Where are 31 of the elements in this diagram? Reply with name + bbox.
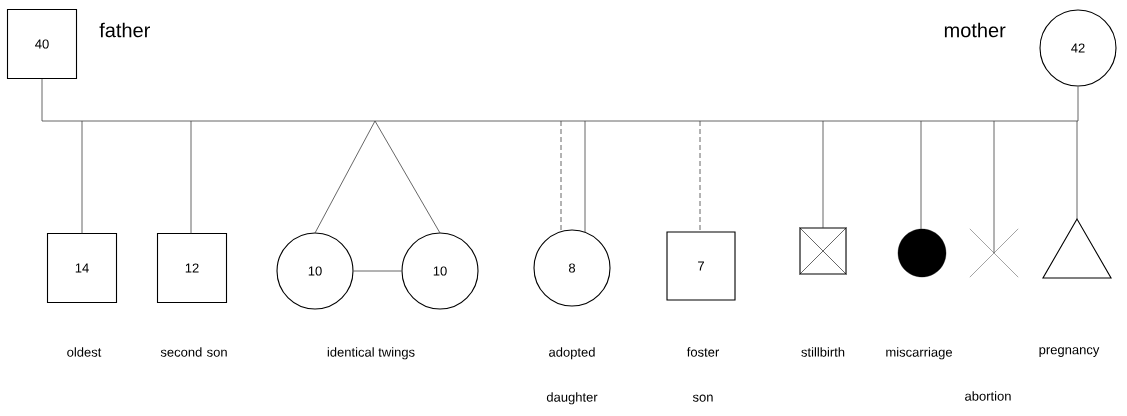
descent-line — [560, 120, 562, 233]
person-square: 14 — [46, 232, 118, 304]
couple-line — [41, 78, 1079, 122]
person-square: 7 — [666, 231, 736, 301]
descent-line — [822, 120, 824, 229]
descent-line — [314, 120, 376, 234]
member-label: identical twings — [327, 347, 415, 360]
member-label: oldest — [67, 347, 102, 357]
member-label: pregnancy — [1039, 347, 1100, 357]
person-square: 12 — [156, 232, 228, 304]
descent-line — [993, 120, 995, 254]
twin-line — [353, 270, 402, 272]
descent-line — [374, 120, 441, 234]
descent-line — [190, 120, 192, 234]
stillbirth-symbol — [799, 227, 847, 275]
person-square: 40 — [6, 8, 78, 80]
member-label: foster son — [686, 347, 720, 402]
member-label: adopted daughter — [546, 347, 598, 405]
cross-symbol — [969, 228, 1019, 278]
role-label: mother — [944, 22, 1006, 38]
descent-line — [584, 120, 586, 233]
member-label: miscarriage — [886, 347, 952, 360]
member-label: second son — [160, 347, 227, 357]
descent-line — [81, 120, 83, 234]
descent-line — [1076, 120, 1078, 220]
member-label: stillbirth — [801, 347, 845, 357]
descent-line — [920, 120, 922, 230]
member-label: abortion — [965, 391, 1011, 401]
descent-line — [699, 120, 701, 233]
filled-circle — [897, 228, 947, 278]
role-label: father — [99, 22, 150, 38]
